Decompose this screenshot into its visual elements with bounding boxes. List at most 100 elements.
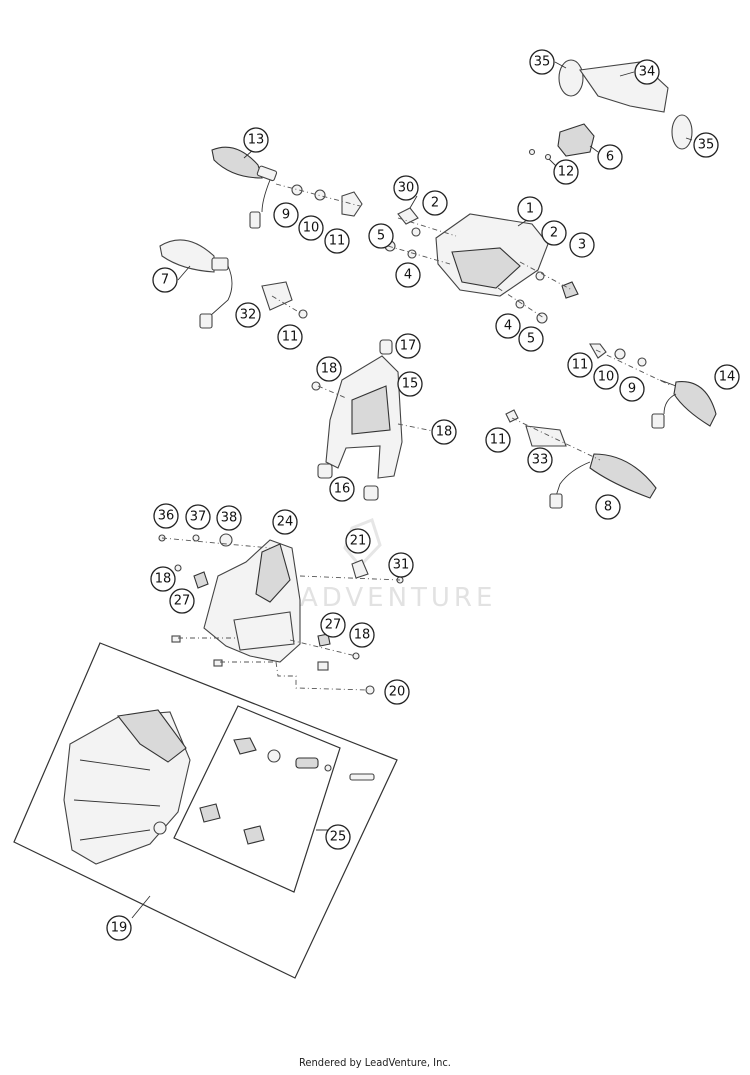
- callout-3[interactable]: 3: [569, 232, 595, 258]
- callout-4b[interactable]: 4: [495, 313, 521, 339]
- svg-text:36: 36: [158, 509, 175, 524]
- callout-11a[interactable]: 11: [324, 228, 350, 254]
- callout-16[interactable]: 16: [329, 476, 355, 502]
- svg-text:31: 31: [393, 558, 410, 573]
- watermark-text: ADVENTURE: [300, 583, 496, 613]
- svg-text:9: 9: [628, 382, 636, 397]
- svg-text:11: 11: [329, 234, 346, 249]
- callout-17[interactable]: 17: [395, 333, 421, 359]
- callout-12[interactable]: 12: [553, 159, 579, 185]
- svg-text:18: 18: [354, 628, 371, 643]
- callout-20[interactable]: 20: [384, 679, 410, 705]
- callout-10a[interactable]: 10: [298, 215, 324, 241]
- callout-2a[interactable]: 2: [422, 190, 448, 216]
- svg-text:27: 27: [174, 594, 191, 609]
- svg-text:35: 35: [534, 55, 551, 70]
- callout-27b[interactable]: 27: [320, 612, 346, 638]
- callout-2b[interactable]: 2: [541, 220, 567, 246]
- callout-21[interactable]: 21: [345, 528, 371, 554]
- callout-33[interactable]: 33: [527, 447, 553, 473]
- svg-text:11: 11: [490, 433, 507, 448]
- callout-15[interactable]: 15: [397, 371, 423, 397]
- svg-text:11: 11: [572, 358, 589, 373]
- svg-text:27: 27: [325, 618, 342, 633]
- headlight-bracket: [158, 533, 404, 695]
- callout-36[interactable]: 36: [153, 503, 179, 529]
- callout-37[interactable]: 37: [185, 504, 211, 530]
- turn-signal-rear-left: [505, 409, 657, 509]
- callout-24[interactable]: 24: [272, 509, 298, 535]
- callout-18b[interactable]: 18: [431, 419, 457, 445]
- callout-34[interactable]: 34: [634, 59, 660, 85]
- callout-13[interactable]: 13: [243, 127, 269, 153]
- callout-1[interactable]: 1: [517, 196, 543, 222]
- callout-8[interactable]: 8: [595, 494, 621, 520]
- svg-text:24: 24: [277, 515, 294, 530]
- svg-text:34: 34: [639, 65, 656, 80]
- callout-32[interactable]: 32: [235, 302, 261, 328]
- footer-credit: Rendered by LeadVenture, Inc.: [299, 1056, 451, 1069]
- callout-31[interactable]: 31: [388, 552, 414, 578]
- callout-11b[interactable]: 11: [277, 324, 303, 350]
- svg-text:18: 18: [155, 572, 172, 587]
- svg-text:4: 4: [504, 319, 512, 334]
- callout-9a[interactable]: 9: [273, 202, 299, 228]
- callout-14[interactable]: 14: [714, 364, 740, 390]
- svg-text:20: 20: [389, 685, 406, 700]
- svg-text:13: 13: [248, 133, 265, 148]
- svg-text:17: 17: [400, 339, 417, 354]
- callout-7[interactable]: 7: [152, 267, 178, 293]
- svg-text:38: 38: [221, 511, 238, 526]
- svg-text:33: 33: [532, 453, 549, 468]
- svg-text:19: 19: [111, 921, 128, 936]
- svg-text:32: 32: [240, 308, 257, 323]
- callout-10b[interactable]: 10: [593, 364, 619, 390]
- svg-text:2: 2: [431, 196, 439, 211]
- callout-6[interactable]: 6: [597, 144, 623, 170]
- callout-27a[interactable]: 27: [169, 588, 195, 614]
- svg-text:8: 8: [604, 500, 612, 515]
- callout-18c[interactable]: 18: [150, 566, 176, 592]
- callout-38[interactable]: 38: [216, 505, 242, 531]
- callout-18d[interactable]: 18: [349, 622, 375, 648]
- svg-text:10: 10: [598, 370, 615, 385]
- callout-25[interactable]: 25: [325, 824, 351, 850]
- callout-9b[interactable]: 9: [619, 376, 645, 402]
- callout-5a[interactable]: 5: [368, 223, 394, 249]
- license-bracket-group: [528, 59, 693, 167]
- callout-30[interactable]: 30: [393, 175, 419, 201]
- turn-signal-front-left: [211, 146, 363, 229]
- svg-text:30: 30: [398, 181, 415, 196]
- callout-4a[interactable]: 4: [395, 262, 421, 288]
- svg-text:3: 3: [578, 238, 586, 253]
- svg-text:18: 18: [321, 362, 338, 377]
- svg-text:25: 25: [330, 830, 347, 845]
- svg-text:35: 35: [698, 138, 715, 153]
- callout-18a[interactable]: 18: [316, 356, 342, 382]
- callout-11c[interactable]: 11: [567, 352, 593, 378]
- svg-text:18: 18: [436, 425, 453, 440]
- mounting-bracket: [311, 339, 445, 501]
- svg-text:4: 4: [404, 268, 412, 283]
- svg-text:7: 7: [161, 273, 169, 288]
- svg-text:37: 37: [190, 510, 207, 525]
- svg-text:10: 10: [303, 221, 320, 236]
- svg-text:12: 12: [558, 165, 575, 180]
- instrument-cluster: [384, 207, 579, 324]
- callout-35a[interactable]: 35: [529, 49, 555, 75]
- svg-text:5: 5: [377, 229, 385, 244]
- svg-text:9: 9: [282, 208, 290, 223]
- svg-text:15: 15: [402, 377, 419, 392]
- callout-35b[interactable]: 35: [693, 132, 719, 158]
- headlight-assembly: [13, 642, 398, 979]
- svg-text:1: 1: [526, 202, 534, 217]
- callout-19[interactable]: 19: [106, 915, 132, 941]
- watermark: ADVENTURE: [300, 518, 496, 613]
- svg-text:6: 6: [606, 150, 614, 165]
- callout-5b[interactable]: 5: [518, 326, 544, 352]
- svg-text:5: 5: [527, 332, 535, 347]
- callout-11d[interactable]: 11: [485, 427, 511, 453]
- svg-text:11: 11: [282, 330, 299, 345]
- turn-signal-rear-right: [589, 343, 717, 429]
